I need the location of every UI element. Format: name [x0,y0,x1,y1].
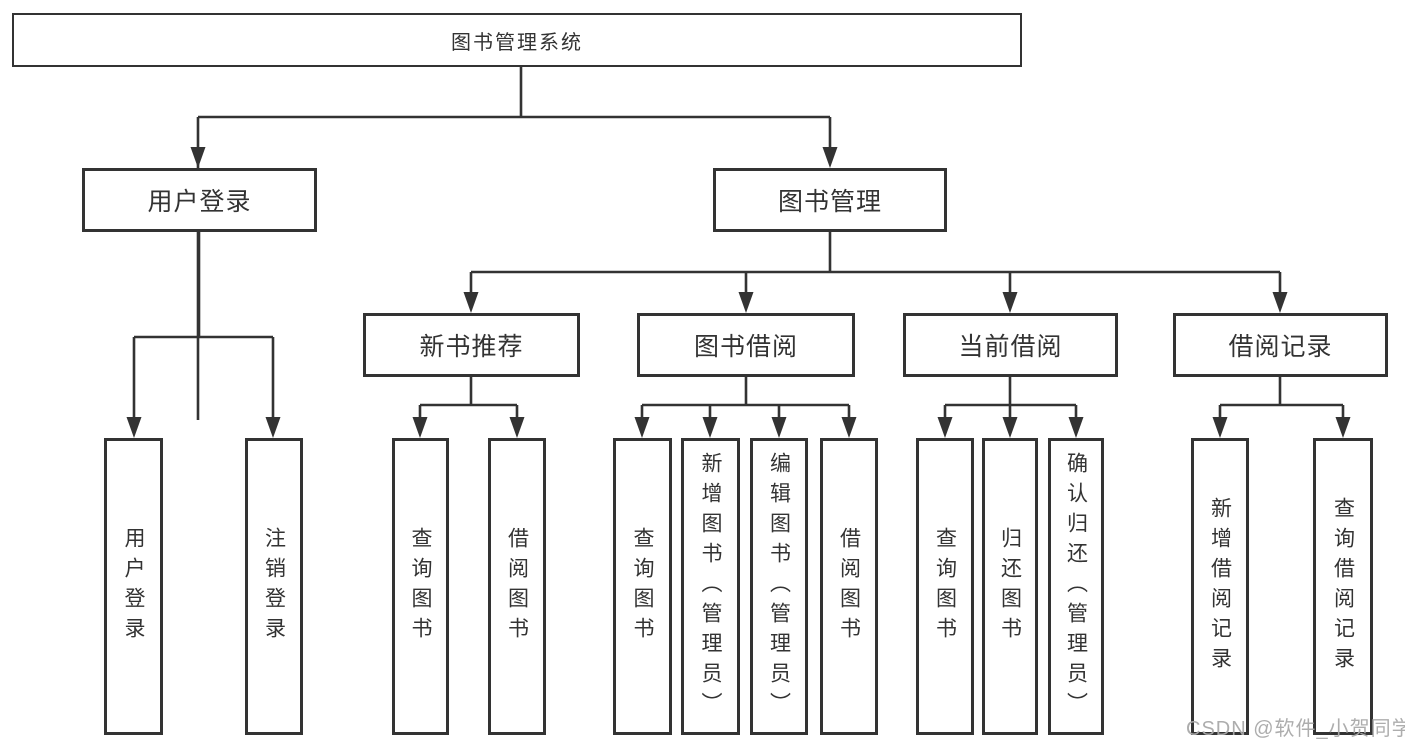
node-book-management: 图书管理 [713,168,947,232]
leaf-return-books-label: 归还图书 [998,526,1022,647]
leaf-edit-books-admin: 编辑图书（管理员） [750,438,808,735]
node-current-borrowing: 当前借阅 [903,313,1118,377]
arrowhead [1002,417,1018,438]
leaf-query-books-1: 查询图书 [392,438,449,735]
arrowhead [126,417,142,438]
node-borrowing-records-label: 借阅记录 [1228,333,1333,361]
node-book-borrowing: 图书借阅 [637,313,855,377]
leaf-user-login: 用户登录 [104,438,163,735]
leaf-logout: 注销登录 [245,438,303,735]
node-root-label: 图书管理系统 [451,31,583,54]
arrowhead [738,292,754,313]
node-root: 图书管理系统 [12,13,1022,67]
leaf-logout-label: 注销登录 [262,526,286,647]
arrowhead [1272,292,1288,313]
leaf-query-books-2-label: 查询图书 [631,526,654,647]
arrowhead [463,292,479,313]
leaf-query-borrow-record: 查询借阅记录 [1313,438,1373,735]
arrowhead [1002,292,1018,313]
arrowhead [771,417,787,438]
node-new-book-recommendation-label: 新书推荐 [419,333,524,361]
connector-lines [132,66,1345,420]
leaf-query-books-2: 查询图书 [613,438,672,735]
leaf-query-books-1-label: 查询图书 [409,526,432,647]
leaf-add-books-admin: 新增图书（管理员） [681,438,740,735]
arrowhead [1335,417,1351,438]
node-book-management-label: 图书管理 [777,188,882,216]
arrowhead [822,147,838,168]
node-borrowing-records: 借阅记录 [1173,313,1388,377]
arrowhead [412,417,428,438]
arrowhead [509,417,525,438]
leaf-borrow-books-1: 借阅图书 [488,438,546,735]
node-user-login-label: 用户登录 [147,188,252,216]
leaf-query-books-3: 查询图书 [916,438,974,735]
leaf-user-login-label: 用户登录 [122,526,145,647]
leaf-borrow-books-2-label: 借阅图书 [837,526,861,647]
arrowhead [634,417,650,438]
arrowhead [1068,417,1084,438]
leaf-borrow-books-2: 借阅图书 [820,438,878,735]
arrowhead [190,147,206,168]
leaf-add-books-admin-label: 新增图书（管理员） [699,451,722,722]
leaf-edit-books-admin-label: 编辑图书（管理员） [767,451,791,722]
leaf-borrow-books-1-label: 借阅图书 [505,526,529,647]
node-book-borrowing-label: 图书借阅 [693,333,798,361]
arrowhead [937,417,953,438]
arrowhead [265,417,281,438]
node-current-borrowing-label: 当前借阅 [958,333,1063,361]
leaf-add-borrow-record: 新增借阅记录 [1191,438,1249,735]
arrowhead [841,417,857,438]
leaf-query-books-3-label: 查询图书 [933,526,957,647]
leaf-confirm-return-admin-label: 确认归还（管理员） [1064,451,1088,722]
arrowhead [702,417,718,438]
leaf-return-books: 归还图书 [982,438,1038,735]
arrowhead [1212,417,1228,438]
leaf-add-borrow-record-label: 新增借阅记录 [1208,496,1232,677]
node-new-book-recommendation: 新书推荐 [363,313,580,377]
leaf-query-borrow-record-label: 查询借阅记录 [1331,496,1355,677]
csdn-watermark: CSDN @软件_小贺同学 [1186,718,1405,740]
node-user-login: 用户登录 [82,168,317,232]
leaf-confirm-return-admin: 确认归还（管理员） [1048,438,1104,735]
